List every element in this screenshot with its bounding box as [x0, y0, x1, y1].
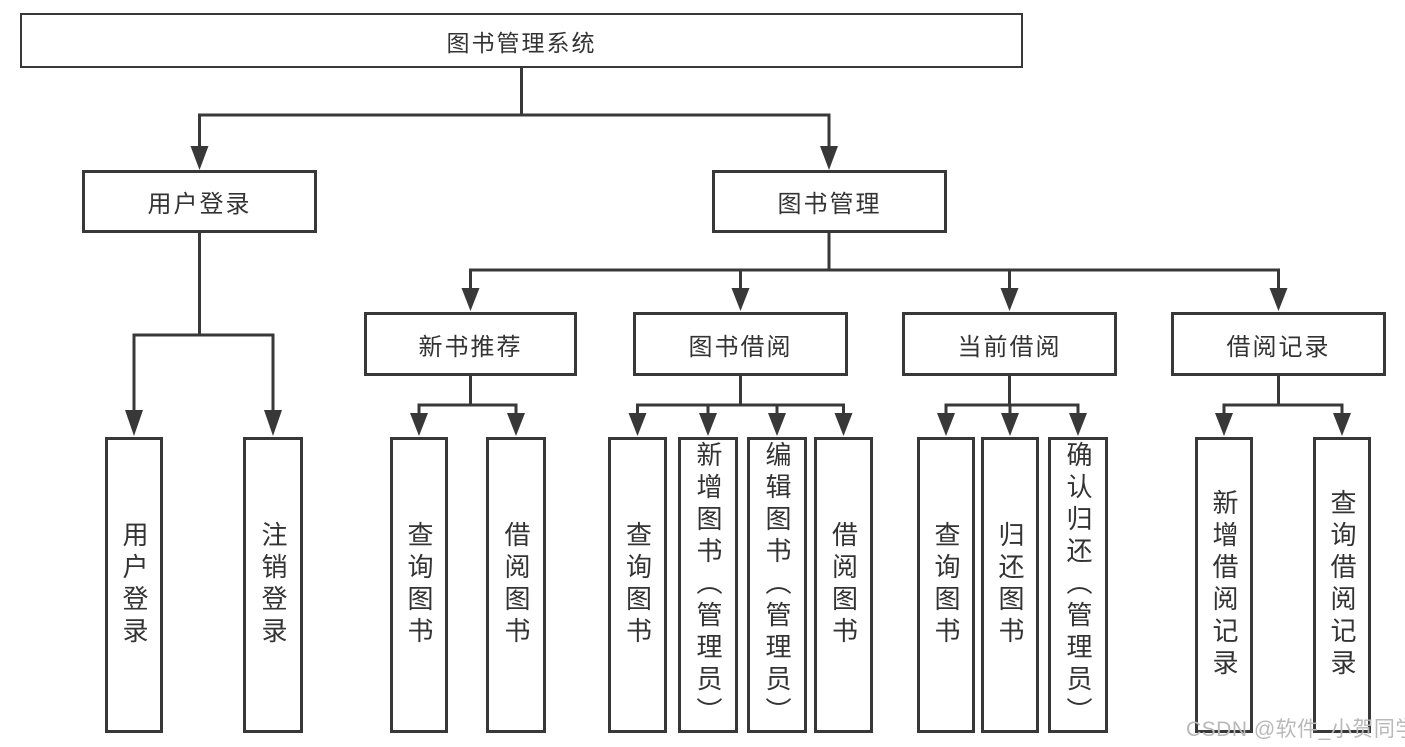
arrowhead-icon — [1333, 413, 1351, 436]
node-label: 查询图书 — [931, 521, 961, 649]
node-user-login: 用户登录 — [82, 170, 317, 233]
arrowhead-icon — [461, 288, 480, 311]
leaf-confirm-return-admin: 确认归还（管理员） — [1048, 437, 1108, 733]
node-label: 当前借阅 — [957, 333, 1062, 361]
node-label: 借阅图书 — [501, 521, 531, 649]
leaf-return-book: 归还图书 — [981, 437, 1039, 733]
leaf-edit-book-admin: 编辑图书（管理员） — [747, 437, 807, 733]
node-new-book-recommend: 新书推荐 — [364, 312, 577, 376]
leaf-borrow-book-1: 借阅图书 — [486, 437, 546, 733]
new-book-children-connector — [410, 374, 525, 436]
arrowhead-icon — [507, 413, 525, 436]
node-book-borrow: 图书借阅 — [633, 312, 848, 376]
leaf-add-borrow-record: 新增借阅记录 — [1195, 437, 1253, 733]
node-label: 归还图书 — [995, 521, 1025, 649]
arrowhead-icon — [820, 146, 838, 170]
arrowhead-icon — [1269, 288, 1288, 311]
node-label: 查询图书 — [622, 521, 653, 649]
borrow-record-children-connector — [1215, 374, 1351, 436]
node-label: 查询借阅记录 — [1327, 489, 1357, 681]
arrowhead-icon — [699, 413, 717, 436]
node-label: 用户登录 — [147, 191, 252, 218]
leaf-query-book-3: 查询图书 — [917, 437, 975, 733]
arrowhead-icon — [410, 413, 428, 436]
arrowhead-icon — [834, 413, 853, 436]
node-label: 确认归还（管理员） — [1063, 441, 1093, 729]
node-label: 新增借阅记录 — [1209, 489, 1239, 681]
leaf-query-book-1: 查询图书 — [390, 437, 448, 733]
arrowhead-icon — [768, 413, 786, 436]
arrowhead-icon — [264, 410, 282, 436]
node-label: 新书推荐 — [418, 333, 523, 361]
user-login-children-connector — [125, 231, 282, 436]
node-label: 查询图书 — [404, 521, 434, 649]
node-book-management: 图书管理 — [712, 170, 947, 233]
arrowhead-icon — [937, 413, 955, 436]
node-label: 注销登录 — [258, 521, 288, 649]
current-borrow-children-connector — [937, 374, 1087, 436]
leaf-query-borrow-record: 查询借阅记录 — [1313, 437, 1371, 733]
arrowhead-icon — [1001, 413, 1019, 436]
node-label: 编辑图书（管理员） — [762, 441, 792, 729]
arrowhead-icon — [190, 146, 209, 170]
node-label: 新增图书（管理员） — [693, 441, 723, 729]
leaf-borrow-book-2: 借阅图书 — [814, 437, 873, 733]
arrowhead-icon — [628, 413, 647, 436]
node-label: 图书管理 — [777, 191, 882, 218]
node-current-borrow: 当前借阅 — [902, 312, 1117, 376]
leaf-add-book-admin: 新增图书（管理员） — [678, 437, 738, 733]
node-label: 图书管理系统 — [446, 29, 597, 56]
arrowhead-icon — [1069, 413, 1087, 436]
book-management-modules-connector — [461, 231, 1288, 311]
node-label: 图书借阅 — [688, 333, 793, 361]
leaf-query-book-2: 查询图书 — [608, 437, 667, 733]
arrowhead-icon — [731, 288, 750, 311]
book-borrow-children-connector — [628, 374, 853, 436]
node-library-management-system: 图书管理系统 — [20, 13, 1023, 68]
node-label: 用户登录 — [119, 521, 149, 649]
root-to-level2-connector — [190, 66, 838, 170]
node-label: 借阅记录 — [1226, 333, 1331, 361]
node-borrow-record: 借阅记录 — [1171, 312, 1386, 376]
arrowhead-icon — [1000, 288, 1019, 311]
node-label: 借阅图书 — [828, 521, 859, 649]
leaf-logout: 注销登录 — [243, 437, 303, 733]
leaf-user-login: 用户登录 — [105, 437, 163, 733]
arrowhead-icon — [125, 410, 143, 436]
arrowhead-icon — [1215, 413, 1233, 436]
csdn-watermark: CSDN @软件_小贺同学 — [1186, 718, 1405, 741]
